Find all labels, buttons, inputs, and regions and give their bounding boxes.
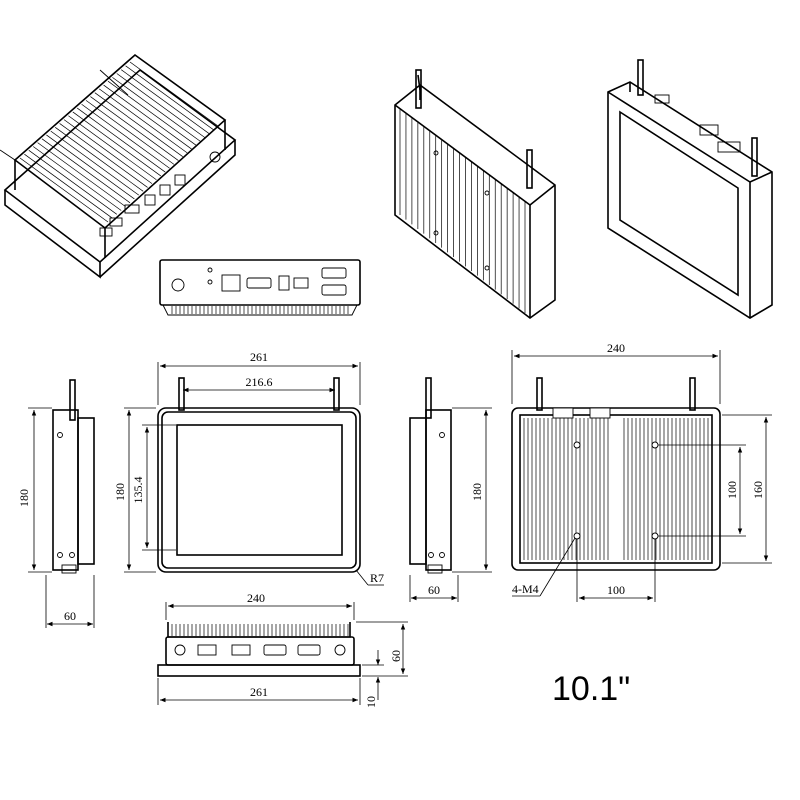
- dim-left-side-depth: 60: [64, 609, 76, 623]
- heatsink-fin: [107, 80, 197, 146]
- bottom-view: [157, 602, 408, 705]
- dim-bottom-bezel: 10: [364, 696, 378, 708]
- isometric-heatsink-view: [394, 69, 556, 319]
- heatsink-fin: [116, 73, 206, 138]
- back-view: [511, 350, 772, 602]
- heatsink-fin: [129, 61, 219, 127]
- dim-bottom-depth: 60: [389, 650, 403, 662]
- io-panel-view: [159, 259, 361, 316]
- left-side-view: [28, 379, 95, 628]
- dim-right-side-height: 180: [470, 483, 484, 501]
- isometric-rear-view: [0, 53, 237, 279]
- heatsink-fin: [54, 126, 144, 192]
- heatsink-fin: [112, 77, 201, 142]
- heatsink-fin: [63, 119, 153, 184]
- heatsink-fin: [72, 111, 162, 177]
- heatsink-fin: [41, 138, 131, 204]
- heatsink-fin: [24, 153, 113, 219]
- heatsink-fin: [94, 92, 184, 158]
- heatsink-fin: [37, 142, 126, 207]
- heatsink-fin: [50, 130, 140, 196]
- dim-back-height: 160: [751, 481, 765, 499]
- dim-bottom-width-top: 240: [247, 591, 265, 605]
- heatsink-fin: [59, 123, 148, 188]
- heatsink-fin: [32, 146, 122, 211]
- dim-right-side-depth: 60: [428, 583, 440, 597]
- dim-bottom-width-bottom: 261: [250, 685, 268, 699]
- right-side-view: [409, 377, 492, 602]
- dim-antenna-spacing: 216.6: [246, 375, 273, 389]
- heatsink-fin: [120, 69, 210, 134]
- heatsink-fin: [85, 100, 175, 165]
- dim-mount-holes: 4-M4: [512, 582, 539, 596]
- heatsink-fin: [81, 103, 170, 169]
- dim-front-width: 261: [250, 350, 268, 364]
- dim-back-width: 240: [607, 341, 625, 355]
- heatsink-fin: [103, 84, 192, 150]
- heatsink-fin: [19, 157, 109, 223]
- front-view: [124, 362, 384, 586]
- heatsink-fin: [68, 115, 157, 181]
- heatsink-fin: [90, 96, 179, 161]
- heatsink-fin: [98, 88, 188, 154]
- screen-size-label: 10.1": [552, 670, 630, 708]
- heatsink-fin: [28, 150, 118, 215]
- dim-screen-height: 135.4: [131, 477, 145, 504]
- dim-mount-vertical: 100: [725, 481, 739, 499]
- heatsink-fin: [46, 134, 135, 200]
- dim-left-side-height: 180: [17, 489, 31, 507]
- isometric-front-view: [607, 59, 773, 319]
- dim-corner-radius: R7: [370, 571, 384, 585]
- heatsink-fin: [76, 107, 166, 173]
- dim-mount-horizontal: 100: [607, 583, 625, 597]
- dim-front-height: 180: [113, 483, 127, 501]
- heatsink-fin: [125, 65, 214, 131]
